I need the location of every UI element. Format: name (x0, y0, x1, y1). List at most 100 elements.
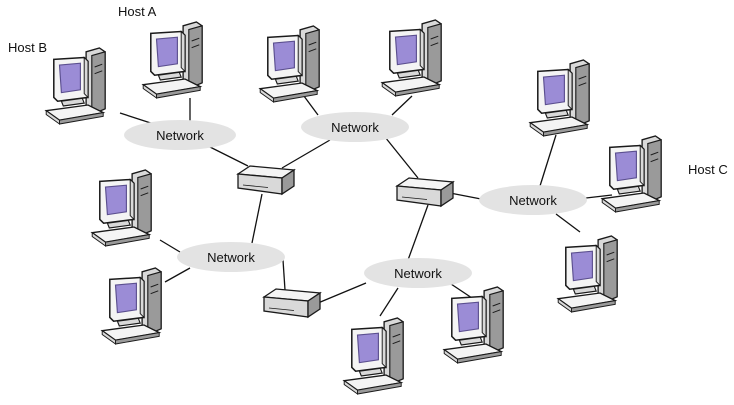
monitor-side (139, 276, 145, 319)
monitor-screen (614, 150, 637, 182)
link-line (207, 145, 249, 167)
monitor-screen (542, 74, 565, 106)
keyboard-side (343, 379, 358, 395)
host-a-label: Host A (118, 4, 157, 19)
host-c-computer (600, 135, 662, 213)
host-5-computer (556, 235, 618, 313)
network-ellipse (301, 112, 409, 142)
network-ellipse (177, 242, 285, 272)
router-port-line (268, 307, 295, 311)
network-label: Network (509, 193, 557, 208)
link-line (317, 282, 367, 304)
router-front (237, 173, 283, 195)
monitor-side (419, 28, 425, 71)
link-line (164, 267, 191, 283)
router-side (281, 168, 295, 196)
link-line (384, 136, 419, 179)
monitor-screen (114, 282, 137, 314)
tower-side (137, 173, 152, 238)
tower-drive-slot (650, 151, 659, 156)
monitor-side (381, 326, 387, 369)
link-line (159, 239, 181, 253)
tower-side (575, 63, 590, 128)
keyboard-side (381, 81, 396, 97)
monitor-stand (458, 336, 484, 346)
monitor-screen (456, 301, 479, 333)
monitor-side (639, 144, 645, 187)
tower-side (147, 271, 162, 336)
monitor-stand (106, 219, 132, 229)
link-line (449, 192, 482, 200)
keyboard-side (142, 83, 157, 99)
router-port-line (242, 184, 269, 188)
keyboard-side (91, 231, 106, 247)
tower-side (489, 290, 504, 355)
monitor-screen (394, 34, 417, 66)
tower-side (305, 29, 320, 94)
monitor-screen (356, 332, 379, 364)
network-ellipse (479, 185, 587, 215)
tower-drive-slot (140, 192, 149, 197)
host-b-computer (44, 47, 106, 125)
link-line (447, 281, 473, 299)
monitor-stand (157, 71, 183, 81)
keyboard-side (601, 197, 616, 213)
network-ellipse (364, 258, 472, 288)
tower-side (389, 321, 404, 386)
monitor-side (129, 178, 135, 221)
tower-drive-slot (492, 302, 501, 307)
host-4-computer (528, 59, 590, 137)
tower-drive-slot (94, 70, 103, 75)
tower-drive-slot (150, 290, 159, 295)
monitor-stand (396, 69, 422, 79)
tower-drive-slot (94, 63, 103, 68)
monitor-side (481, 295, 487, 338)
network-label: Network (331, 120, 379, 135)
hosts (44, 19, 662, 395)
keyboard-side (101, 329, 116, 345)
keyboard-side (259, 87, 274, 103)
host-c-label: Host C (688, 162, 728, 177)
tower-drive-slot (308, 41, 317, 46)
network-ellipse (124, 120, 236, 150)
router-front (263, 296, 309, 318)
tower-side (647, 139, 662, 204)
monitor-side (595, 244, 601, 287)
keyboard-side (443, 348, 458, 364)
network-label: Network (207, 250, 255, 265)
network-1: Network (124, 120, 236, 150)
links (119, 87, 613, 317)
keyboard-side (557, 297, 572, 313)
link-line (407, 204, 429, 261)
link-line (282, 259, 286, 291)
monitor-stand (274, 75, 300, 85)
link-line (281, 139, 331, 169)
monitor-screen (155, 36, 178, 68)
host-b-label: Host B (8, 40, 48, 55)
tower-drive-slot (606, 251, 615, 256)
router-3 (262, 288, 322, 319)
link-line (539, 134, 557, 187)
tower-drive-slot (578, 75, 587, 80)
monitor-stand (116, 317, 142, 327)
monitor-side (297, 34, 303, 77)
monitor-stand (616, 185, 642, 195)
network-3: Network (479, 185, 587, 215)
tower-drive-slot (150, 283, 159, 288)
tower-drive-slot (140, 185, 149, 190)
monitor-screen (570, 250, 593, 282)
link-line (379, 287, 399, 317)
monitor-stand (572, 285, 598, 295)
host-9-computer (442, 286, 504, 364)
network-5: Network (364, 258, 472, 288)
host-2-computer (258, 25, 320, 103)
host-a-computer (141, 21, 203, 99)
monitor-screen (58, 62, 81, 94)
router-1 (236, 165, 296, 196)
router-side (440, 180, 454, 208)
tower-drive-slot (308, 48, 317, 53)
monitor-stand (544, 109, 570, 119)
monitor-side (180, 30, 186, 73)
